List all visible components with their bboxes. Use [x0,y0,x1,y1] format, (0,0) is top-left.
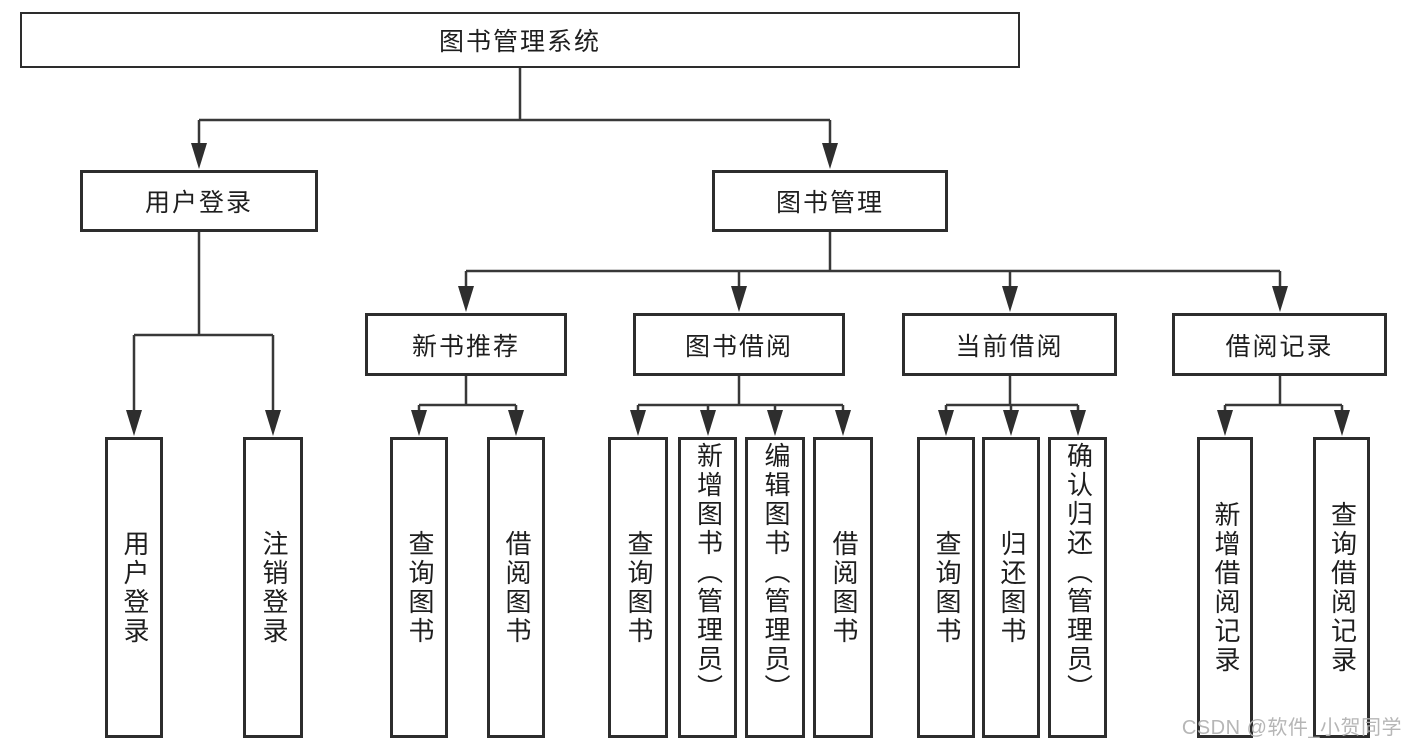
node-label: 确认归还（管理员） [1063,442,1093,703]
leaf-return-books: 归还图书 [982,437,1040,738]
leaf-query-books-borrow: 查询图书 [608,437,668,738]
node-new-book-recommend: 新书推荐 [365,313,567,376]
node-library-management-system: 图书管理系统 [20,12,1020,68]
node-book-borrow: 图书借阅 [633,313,845,376]
node-label: 借阅记录 [1225,333,1334,361]
watermark: CSDN @软件_小贺同学 [1181,717,1402,739]
leaf-borrow-books-recommend: 借阅图书 [487,437,545,738]
node-label: 归还图书 [997,529,1026,646]
node-borrow-records: 借阅记录 [1172,313,1387,376]
node-label: 新书推荐 [411,333,520,361]
arrowheads-leaves [411,410,1350,436]
arrowheads-level3 [458,286,1288,312]
connector-root-to-level2 [197,68,832,148]
connector-borrow-records-branch [1223,376,1344,414]
node-label: 注销登录 [259,529,288,646]
node-label: 查询图书 [624,529,653,646]
arrowheads-user-login-branch [126,410,281,436]
connector-book-borrow-branch [636,376,845,414]
node-book-management: 图书管理 [712,170,948,232]
leaf-user-login: 用户登录 [105,437,163,738]
node-user-login: 用户登录 [80,170,318,232]
node-label: 新增图书（管理员） [693,442,723,703]
connector-current-borrow-branch [944,376,1080,414]
leaf-add-borrow-record: 新增借阅记录 [1197,437,1253,738]
leaf-add-book-admin: 新增图书（管理员） [678,437,737,738]
node-label: 图书管理 [775,190,884,217]
leaf-edit-book-admin: 编辑图书（管理员） [745,437,805,738]
node-label: 借阅图书 [502,529,531,646]
leaf-borrow-books: 借阅图书 [813,437,873,738]
leaf-logout: 注销登录 [243,437,303,738]
connector-book-management-branch [464,232,1282,291]
arrowheads-level2 [191,143,838,169]
node-label: 当前借阅 [955,333,1064,361]
node-current-borrow: 当前借阅 [902,313,1117,376]
leaf-query-borrow-record: 查询借阅记录 [1313,437,1370,738]
node-label: 编辑图书（管理员） [761,442,790,703]
leaf-query-books-current: 查询图书 [917,437,975,738]
node-label: 用户登录 [144,190,253,217]
node-label: 查询借阅记录 [1327,500,1357,675]
node-label: 查询图书 [405,529,434,646]
node-label: 新增借阅记录 [1211,500,1240,675]
node-label: 查询图书 [932,529,961,646]
leaf-confirm-return-admin: 确认归还（管理员） [1048,437,1107,738]
leaf-query-books-recommend: 查询图书 [390,437,448,738]
connector-user-login-branch [132,232,275,415]
node-label: 用户登录 [120,529,149,646]
node-label: 图书借阅 [684,333,793,361]
node-label: 图书管理系统 [438,29,601,56]
node-label: 借阅图书 [829,529,858,646]
connector-new-book-recommend-branch [417,376,518,414]
